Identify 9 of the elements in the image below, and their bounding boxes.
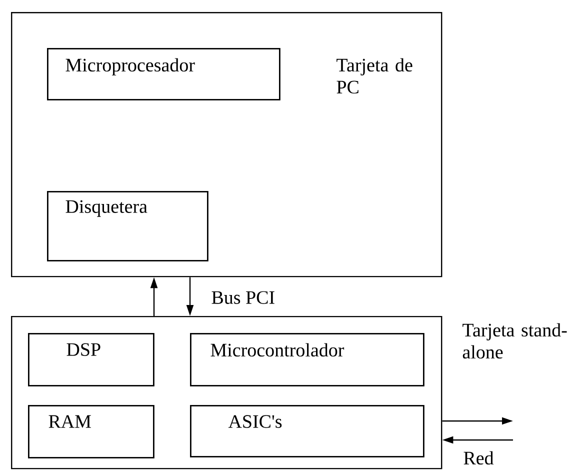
component-box: Microprocesador bbox=[47, 48, 280, 100]
component-box: DSP bbox=[28, 333, 154, 386]
component-box: RAM bbox=[28, 404, 154, 458]
node-label: Tarjeta stand-alone bbox=[462, 323, 567, 359]
component-box: Microcontrolador bbox=[190, 333, 424, 386]
component-box: Disquetera bbox=[47, 191, 208, 262]
edge-label: Red bbox=[462, 450, 495, 466]
edge-label: Bus PCI bbox=[210, 290, 276, 305]
component-box: ASIC's bbox=[190, 404, 424, 458]
